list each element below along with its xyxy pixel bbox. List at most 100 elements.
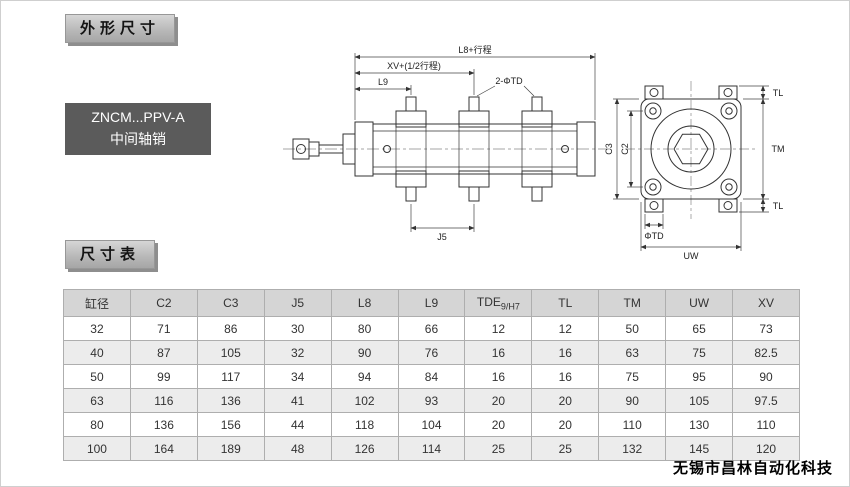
end-cap-flange — [640, 98, 742, 200]
side-view — [283, 96, 611, 202]
table-cell: 25 — [464, 436, 533, 461]
table-cell: 164 — [129, 436, 198, 461]
table-cell: 63 — [598, 340, 667, 365]
dimension-labels: L8+行程 XV+(1/2行程) L9 2-ΦTD J5 TL TM TL C3… — [378, 44, 785, 261]
trunnion-pin — [531, 96, 543, 112]
table-cell: 44 — [263, 412, 332, 437]
dim-label-tl-top: TL — [773, 88, 784, 98]
trunnion-pin — [468, 186, 480, 202]
table-cell: 84 — [397, 364, 466, 389]
table-cell: 120 — [732, 436, 800, 461]
table-cell: 87 — [129, 340, 198, 365]
technical-drawing: L8+行程 XV+(1/2行程) L9 2-ΦTD J5 TL TM TL C3… — [283, 44, 785, 261]
tie-rod-nut — [720, 178, 738, 196]
table-cell: 86 — [196, 316, 265, 341]
column-header: TDE9/H7 — [464, 289, 533, 317]
section-title-outline-dimensions: 外形尺寸 — [65, 14, 176, 43]
table-cell: 76 — [397, 340, 466, 365]
table-cell: 118 — [330, 412, 399, 437]
table-cell: 50 — [63, 364, 131, 389]
table-cell: 156 — [196, 412, 265, 437]
table-cell: 110 — [598, 412, 667, 437]
cylinder-cap — [576, 121, 596, 177]
port-icon — [561, 145, 569, 153]
trunnion-pin-end — [644, 85, 664, 100]
dim-label-tl-bottom: TL — [773, 201, 784, 211]
table-cell: 30 — [263, 316, 332, 341]
dim-label-c3: C3 — [604, 143, 614, 155]
table-cell: 75 — [665, 340, 734, 365]
column-header: TL — [531, 289, 600, 317]
trunnion-pin-end — [718, 85, 738, 100]
trunnion-pin — [531, 186, 543, 202]
table-cell: 90 — [598, 388, 667, 413]
trunnion-pin-end — [718, 198, 738, 213]
table-cell: 65 — [665, 316, 734, 341]
table-cell: 136 — [129, 412, 198, 437]
table-cell: 20 — [531, 412, 600, 437]
hex-nut — [673, 133, 709, 165]
bore-circle — [650, 108, 732, 190]
table-cell: 126 — [330, 436, 399, 461]
column-header: L8 — [330, 289, 399, 317]
table-cell: 73 — [732, 316, 800, 341]
table-cell: 102 — [330, 388, 399, 413]
table-cell: 41 — [263, 388, 332, 413]
column-header: C2 — [129, 289, 198, 317]
column-header: XV — [732, 289, 800, 317]
table-cell: 71 — [129, 316, 198, 341]
column-header: L9 — [397, 289, 466, 317]
dim-label-xv: XV+(1/2行程) — [387, 60, 441, 71]
table-cell: 50 — [598, 316, 667, 341]
section-title-dimension-table: 尺寸表 — [65, 240, 156, 269]
table-cell: 100 — [63, 436, 131, 461]
trunnion-pin-end — [644, 198, 664, 213]
dim-label-2td: 2-ΦTD — [495, 76, 523, 86]
table-cell: 16 — [531, 364, 600, 389]
dim-label-uw: UW — [684, 251, 699, 261]
column-header: UW — [665, 289, 734, 317]
end-view — [625, 81, 757, 219]
tie-rod-nut — [720, 102, 738, 120]
table-cell: 25 — [531, 436, 600, 461]
table-cell: 32 — [63, 316, 131, 341]
table-cell: 116 — [129, 388, 198, 413]
dim-label-j5: J5 — [437, 232, 447, 242]
table-cell: 114 — [397, 436, 466, 461]
column-header: C3 — [196, 289, 265, 317]
table-cell: 20 — [464, 388, 533, 413]
table-cell: 99 — [129, 364, 198, 389]
dim-label-td: ΦTD — [644, 231, 664, 241]
table-cell: 32 — [263, 340, 332, 365]
boss-circle — [667, 125, 715, 173]
tie-rod-nut — [644, 178, 662, 196]
table-cell: 48 — [263, 436, 332, 461]
dim-label-l9: L9 — [378, 77, 388, 87]
table-cell: 16 — [464, 364, 533, 389]
column-header: J5 — [263, 289, 332, 317]
table-cell: 105 — [665, 388, 734, 413]
table-cell: 16 — [464, 340, 533, 365]
table-cell: 82.5 — [732, 340, 800, 365]
table-cell: 40 — [63, 340, 131, 365]
dimension-lines — [354, 53, 769, 251]
trunnion-pin — [405, 96, 417, 112]
dim-label-tm: TM — [772, 144, 785, 154]
table-cell: 63 — [63, 388, 131, 413]
trunnion-blocks-bottom — [395, 170, 553, 202]
tie-rod-nut — [644, 102, 662, 120]
table-cell: 90 — [732, 364, 800, 389]
port-icon — [383, 145, 391, 153]
dim-label-c2: C2 — [620, 143, 630, 155]
model-designation-box: ZNCM...PPV-A 中间轴销 — [65, 103, 211, 155]
